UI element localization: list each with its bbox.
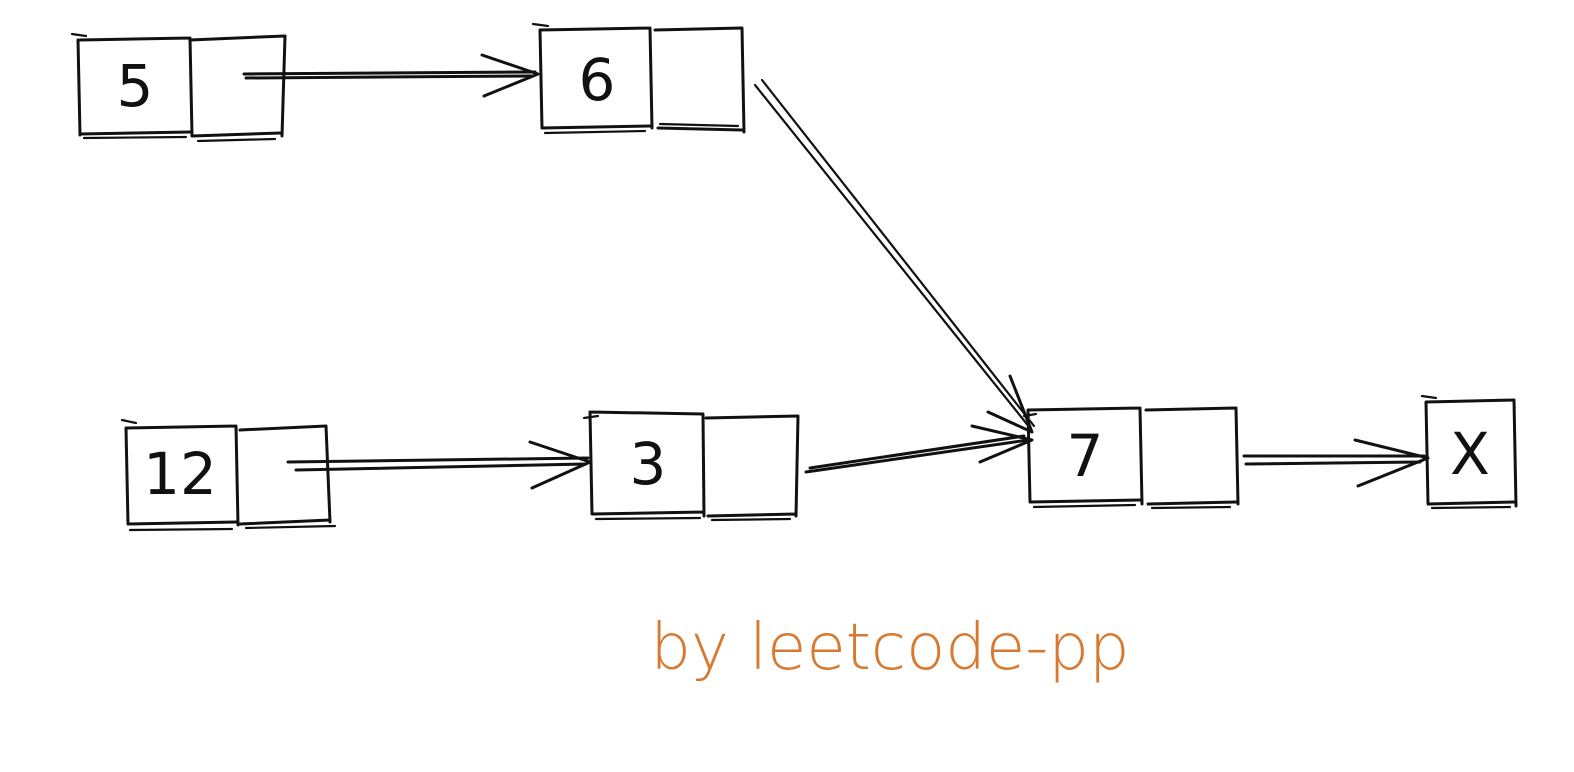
node-12-value-box bbox=[120, 418, 240, 532]
null-label: X bbox=[1450, 420, 1490, 488]
node-6: 6 bbox=[531, 22, 746, 135]
node-7-pointer-box bbox=[1144, 406, 1240, 510]
arrow-7-to-x bbox=[1242, 438, 1430, 488]
node-5-pointer-box bbox=[188, 34, 287, 143]
null-terminator: X bbox=[1420, 394, 1518, 510]
arrow-3-to-7 bbox=[804, 424, 1034, 474]
node-6-label: 6 bbox=[579, 46, 616, 114]
node-5-value-box bbox=[70, 32, 194, 140]
node-12: 12 bbox=[120, 418, 337, 532]
node-3: 3 bbox=[582, 410, 800, 522]
node-7-label: 7 bbox=[1067, 422, 1104, 490]
node-5: 5 bbox=[70, 32, 287, 143]
node-3-label: 3 bbox=[630, 430, 667, 498]
node-7: 7 bbox=[1022, 406, 1240, 510]
node-5-label: 5 bbox=[117, 52, 154, 120]
node-3-pointer-box bbox=[704, 414, 800, 522]
null-box bbox=[1420, 394, 1518, 510]
node-6-pointer-box bbox=[653, 26, 746, 134]
node-12-pointer-box bbox=[238, 424, 337, 530]
arrow-5-to-6 bbox=[242, 53, 540, 98]
arrow-6-to-7 bbox=[753, 78, 1036, 434]
arrow-12-to-3 bbox=[286, 440, 592, 490]
node-6-value-box bbox=[531, 22, 654, 135]
credit-text: by leetcode-pp bbox=[650, 611, 1129, 685]
node-12-label: 12 bbox=[143, 440, 217, 508]
